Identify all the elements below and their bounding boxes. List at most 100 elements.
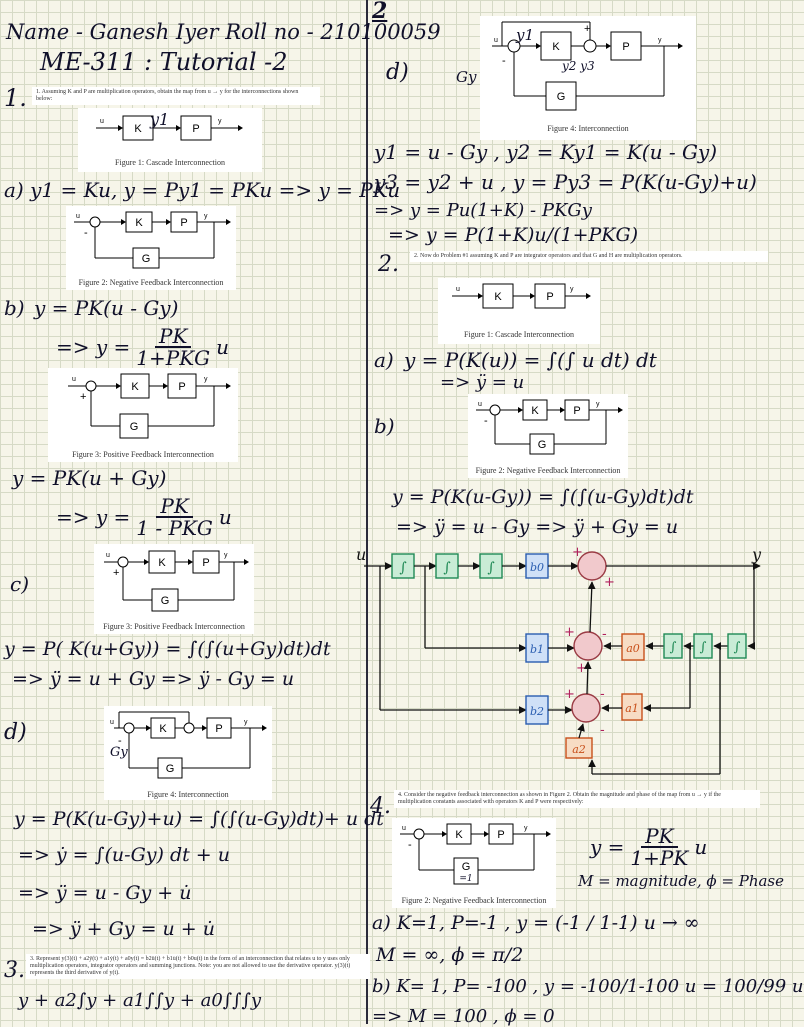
- fig1-caption-right: Figure 1: Cascade Interconnection: [464, 330, 574, 339]
- block-g: G: [142, 253, 151, 265]
- fig2-negative-feedback-right: K P G u y - Figure 2: Negative Feedback …: [468, 394, 628, 478]
- q3-text: 3. Represent y(3)(t) + a2ÿ(t) + a1ẏ(t) +…: [26, 954, 370, 979]
- label-u: u: [478, 401, 482, 408]
- fig1-cascade: K P u y Figure 1: Cascade Interconnectio…: [78, 108, 262, 172]
- block-k: K: [158, 557, 166, 569]
- fig3-positive-feedback: K P G u y + Figure 3: Positive Feedback …: [48, 368, 238, 462]
- input-u: u: [356, 545, 366, 564]
- q1-d-eq3: => y = Pu(1+K) - PKGy: [374, 200, 592, 221]
- fig3-positive-feedback-2: K P G u y + Figure 3: Positive Feedback …: [94, 544, 254, 634]
- block-k: K: [135, 217, 143, 229]
- plus-sign: +: [604, 575, 615, 590]
- q2-a-res: => ÿ = u: [440, 372, 525, 393]
- label-u: u: [76, 213, 80, 220]
- fig4-caption: Figure 4: Interconnection: [147, 790, 229, 799]
- q1-d-eq2: y3 = y2 + u , y = Py3 = P(K(u-Gy)+u): [374, 170, 757, 194]
- plus-sign: +: [572, 545, 583, 560]
- course-title: ME-311 : Tutorial -2: [40, 48, 288, 76]
- fig1-cascade-right: K P u y Figure 1: Cascade Interconnectio…: [438, 278, 600, 344]
- plus-sign: +: [584, 23, 590, 35]
- q1-d-label: d): [386, 60, 409, 85]
- block-p: P: [215, 723, 222, 735]
- q4-tf-post: u: [694, 835, 708, 859]
- block-p: P: [202, 557, 209, 569]
- q2-b-res: => ÿ = u - Gy => ÿ + Gy = u: [396, 516, 679, 538]
- q2-d-r3: => ÿ + Gy = u + u̇: [32, 918, 215, 940]
- q1-c-res-post: u: [218, 505, 232, 529]
- q2-d-r2: => ÿ = u - Gy + u̇: [18, 882, 192, 904]
- fig4-caption-right: Figure 4: Interconnection: [547, 124, 629, 133]
- label-u: u: [100, 118, 104, 125]
- integrator-block: [693, 633, 713, 659]
- integrator-symbol: ∫: [670, 640, 677, 655]
- block-k: K: [159, 723, 167, 735]
- q1-d-eq4: => y = P(1+K)u/(1+PKG): [388, 224, 639, 246]
- gy-annotation-right: Gy: [456, 68, 477, 86]
- gain-b0-label: b0: [530, 561, 544, 574]
- q2-b-label: b): [374, 414, 395, 438]
- q1-b-fraction: PK 1+PKG: [132, 326, 214, 368]
- gain-b1-label: b1: [530, 643, 544, 656]
- label-y: y: [218, 118, 222, 125]
- integrator-symbol: ∫: [443, 560, 450, 576]
- label-u: u: [72, 376, 76, 383]
- page-number: 2: [372, 0, 388, 24]
- q2-c-label: c): [10, 572, 30, 596]
- block-g: G: [161, 595, 170, 607]
- q1-b-eq: y = PK(u - Gy): [34, 296, 179, 320]
- label-y: y: [244, 719, 248, 726]
- label-u: u: [494, 37, 498, 44]
- q4-legend: M = magnitude, ϕ = Phase: [578, 872, 784, 890]
- fig3-caption-2: Figure 3: Positive Feedback Interconnect…: [103, 622, 245, 631]
- minus-sign: -: [118, 735, 122, 747]
- y2y3-annotation: y2 y3: [562, 59, 595, 73]
- block-g: G: [557, 91, 566, 103]
- label-y: y: [204, 213, 208, 220]
- q1-c-fraction: PK 1 - PKG: [132, 496, 217, 538]
- minus-sign: -: [600, 723, 605, 738]
- y1-annotation: y1: [150, 110, 170, 129]
- plus-sign: +: [113, 567, 119, 579]
- q4-a-res: M = ∞, ϕ = π/2: [376, 944, 524, 966]
- q2-c-eq: y = P( K(u+Gy)) = ∫(∫(u+Gy)dt)dt: [4, 638, 331, 660]
- label-y: y: [570, 286, 574, 293]
- q2-a-label: a): [374, 348, 394, 372]
- q3-eq: y + a2∫y + a1∫∫y + a0∫∫∫y: [18, 990, 262, 1011]
- q4-tf-num: PK: [641, 826, 678, 848]
- q4-tf-fraction: PK 1+PK: [626, 826, 692, 868]
- q4-number: 4.: [370, 794, 391, 819]
- g-equals-one-note: =1: [459, 874, 472, 884]
- q4-tf-den: 1+PK: [630, 846, 689, 870]
- q1-c-num: PK: [156, 496, 193, 518]
- q1-a-answer: a) y1 = Ku, y = Py1 = PKu => y = PKu: [4, 178, 401, 202]
- block-k: K: [552, 41, 560, 53]
- q2-text: 2. Now do Problem #1 assuming K and P ar…: [410, 251, 768, 262]
- block-k: K: [455, 829, 463, 841]
- fig2-negative-feedback-q4: K P G =1 u y - Figure 2: Negative Feedba…: [392, 818, 556, 908]
- label-u: u: [456, 286, 460, 293]
- fig4-interconnection: K P G u y - Figure 4: Interconnection: [104, 706, 272, 800]
- q1-c-eq: y = PK(u + Gy): [12, 466, 167, 490]
- q4-b-line: b) K= 1, P= -100 , y = -100/1-100 u = 10…: [372, 976, 804, 997]
- fig2-caption-q4: Figure 2: Negative Feedback Interconnect…: [401, 896, 547, 905]
- block-p: P: [546, 291, 553, 303]
- integrator-block: [663, 633, 683, 659]
- integrator-symbol: ∫: [487, 560, 494, 576]
- minus-sign: -: [408, 839, 412, 851]
- label-y: y: [596, 401, 600, 408]
- plus-sign: +: [80, 391, 86, 403]
- block-g: G: [462, 861, 471, 873]
- output-y: y: [751, 545, 762, 564]
- integrator-symbol: ∫: [399, 560, 406, 576]
- block-p: P: [622, 41, 629, 53]
- label-y: y: [204, 376, 208, 383]
- block-p: P: [192, 123, 199, 135]
- block-g: G: [166, 763, 175, 775]
- q2-d-eq: y = P(K(u-Gy)+u) = ∫(∫(u-Gy)dt)+ u dt: [14, 808, 384, 830]
- label-u: u: [106, 552, 110, 559]
- q1-number: 1.: [4, 84, 27, 112]
- minus-sign: -: [84, 227, 88, 239]
- block-k: K: [531, 405, 539, 417]
- gy-annotation: Gy: [110, 745, 128, 760]
- block-k: K: [134, 123, 142, 135]
